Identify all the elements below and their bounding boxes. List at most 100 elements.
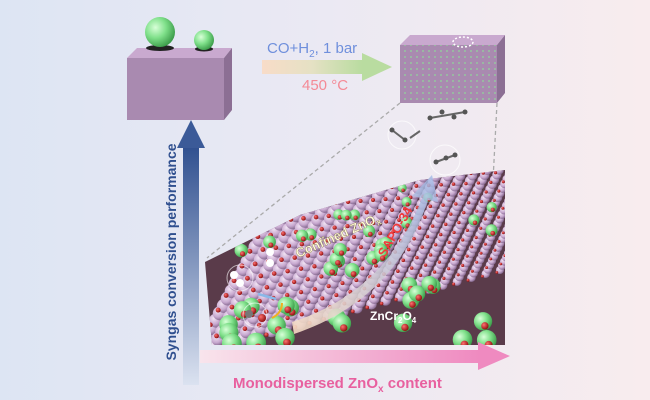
- lattice-atom: [304, 180, 318, 194]
- oxygen-atom: [271, 271, 277, 276]
- lattice-atom: [509, 213, 517, 221]
- oxygen-atom: [452, 282, 456, 286]
- oxygen-atom: [283, 203, 289, 209]
- oxygen-atom: [433, 243, 438, 247]
- oxygen-atom: [497, 240, 501, 243]
- oxygen-atom: [568, 120, 571, 123]
- lattice-atom: [524, 207, 532, 215]
- lattice-atom: [516, 147, 525, 156]
- oxygen-atom: [374, 78, 379, 83]
- lattice-atom: [526, 152, 535, 161]
- lattice-atom: [472, 170, 483, 171]
- zoom-marker: [452, 36, 474, 48]
- lattice-atom: [395, 122, 407, 134]
- oxygen-atom: [323, 174, 328, 180]
- lattice-atom: [415, 154, 426, 165]
- zoom-guide-lines: [206, 102, 498, 336]
- oxygen-atom: [501, 206, 505, 210]
- oxygen-atom: [517, 123, 520, 126]
- oxygen-atom: [370, 294, 375, 299]
- lattice-atom: [467, 123, 477, 133]
- oxygen-atom: [401, 188, 405, 193]
- zno-cluster-large: [145, 17, 175, 47]
- lattice-atom: [504, 249, 505, 258]
- lattice-atom: [382, 79, 395, 92]
- oxygen-atom: [398, 123, 402, 127]
- lattice-atom: [372, 120, 385, 133]
- oxygen-atom: [377, 209, 382, 214]
- lattice-atom: [410, 117, 422, 129]
- oxygen-atom: [385, 290, 389, 295]
- oxygen-atom: [492, 198, 496, 202]
- lattice-atom: [515, 174, 524, 183]
- oxygen-atom: [443, 127, 447, 131]
- lattice-atom: [527, 124, 536, 133]
- lattice-atom: [421, 143, 432, 154]
- lattice-atom: [519, 191, 527, 199]
- oxygen-atom: [340, 281, 345, 286]
- oxygen-atom: [451, 257, 455, 261]
- lattice-atom: [421, 170, 432, 177]
- lattice-atom: [560, 132, 568, 140]
- lattice-atom: [532, 190, 540, 198]
- oxygen-atom: [255, 234, 261, 240]
- oxygen-atom: [464, 181, 468, 186]
- oxygen-atom: [548, 136, 551, 139]
- oxygen-atom: [488, 109, 492, 113]
- lattice-atom: [517, 170, 526, 179]
- oxygen-atom: [544, 144, 547, 147]
- lattice-atom: [325, 186, 339, 200]
- lattice-atom: [375, 170, 388, 172]
- lattice-atom: [504, 170, 505, 179]
- oxygen-atom: [457, 220, 461, 225]
- oxygen-atom: [329, 269, 336, 276]
- oxygen-atom: [415, 294, 423, 301]
- oxygen-atom: [396, 149, 400, 153]
- lattice-atom: [561, 104, 569, 112]
- oxygen-atom: [511, 112, 514, 115]
- oxygen-atom: [358, 245, 363, 250]
- lattice-atom: [525, 128, 534, 137]
- lattice-atom: [438, 132, 449, 143]
- lattice-atom: [485, 135, 495, 145]
- oxygen-atom: [333, 200, 338, 205]
- oxygen-atom: [291, 189, 297, 195]
- lattice-atom: [405, 171, 418, 183]
- lattice-atom: [487, 156, 496, 165]
- lattice-atom: [284, 173, 299, 188]
- lattice-atom: [489, 103, 499, 113]
- oxygen-atom: [481, 171, 485, 175]
- zno-atom: [367, 174, 376, 184]
- lattice-atom: [483, 140, 493, 150]
- lattice-atom: [460, 170, 471, 171]
- oxygen-atom: [408, 172, 412, 177]
- oxygen-atom: [460, 340, 469, 345]
- oxygen-atom: [473, 140, 477, 144]
- lattice-atom: [342, 132, 355, 145]
- oxygen-atom: [523, 188, 526, 191]
- oxygen-atom: [352, 119, 357, 124]
- oxygen-atom: [462, 161, 466, 165]
- oxygen-atom: [531, 170, 534, 173]
- oxygen-atom: [298, 289, 304, 295]
- lattice-atom: [372, 170, 385, 179]
- oxygen-atom: [368, 135, 372, 139]
- oxygen-atom: [264, 285, 270, 290]
- oxygen-atom: [396, 82, 400, 86]
- lattice-atom: [511, 183, 520, 192]
- lattice-atom: [535, 134, 544, 143]
- lattice-atom: [300, 187, 315, 202]
- oxygen-atom: [523, 212, 526, 215]
- oxygen-atom: [483, 217, 487, 221]
- lattice-atom: [532, 138, 541, 147]
- lattice-atom: [335, 124, 348, 137]
- oxygen-atom: [439, 182, 443, 187]
- lattice-atom: [540, 148, 548, 156]
- oxygen-atom: [337, 215, 342, 220]
- oxygen-atom: [319, 274, 324, 279]
- oxygen-atom: [305, 253, 311, 258]
- oxygen-atom: [527, 204, 530, 207]
- oxygen-atom: [313, 308, 318, 313]
- lattice-atom: [280, 181, 295, 196]
- oxygen-atom: [513, 133, 516, 136]
